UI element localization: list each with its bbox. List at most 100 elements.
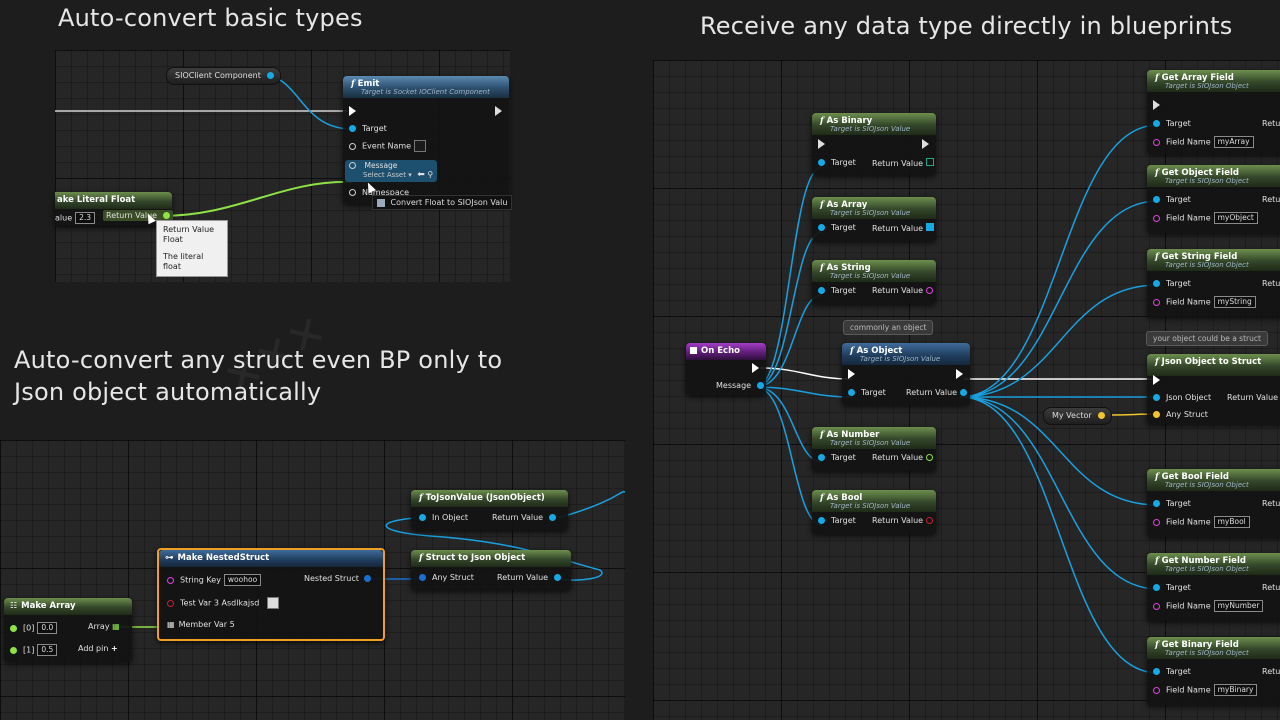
exec-in-pin[interactable] xyxy=(1153,100,1160,110)
any-struct-pin[interactable] xyxy=(1153,411,1160,418)
event-name-pin[interactable] xyxy=(349,142,356,150)
field-name-pin[interactable] xyxy=(1153,138,1160,146)
bool-pin[interactable] xyxy=(926,517,934,524)
on-echo-node[interactable]: On Echo Message xyxy=(686,343,766,395)
target-pin[interactable] xyxy=(349,125,356,132)
namespace-pin[interactable] xyxy=(349,189,356,196)
field-name-input[interactable]: myNumber xyxy=(1213,600,1264,612)
field-name-pin[interactable] xyxy=(1153,298,1160,306)
return-value-pin[interactable] xyxy=(553,574,561,581)
binary-pin-icon[interactable] xyxy=(926,158,935,166)
array-item-0-pin[interactable] xyxy=(10,624,17,632)
my-vector-var[interactable]: My Vector xyxy=(1043,407,1113,425)
exec-in-pin[interactable] xyxy=(848,369,855,379)
exec-in-pin[interactable] xyxy=(818,139,825,149)
field-name-pin[interactable] xyxy=(1153,214,1160,222)
exec-out-pin[interactable] xyxy=(752,363,759,373)
array-value-0-input[interactable]: 0.0 xyxy=(37,622,58,634)
target-pin[interactable] xyxy=(848,389,855,396)
target-pin[interactable] xyxy=(1153,280,1160,287)
field-name-input[interactable]: myBinary xyxy=(1213,684,1258,696)
field-name-input[interactable]: myArray xyxy=(1213,136,1254,148)
object-pin[interactable] xyxy=(960,389,968,396)
literal-value-input[interactable]: 2.3 xyxy=(75,212,96,224)
exec-in-pin[interactable] xyxy=(349,106,356,116)
use-asset-arrow-icon[interactable]: ⬅ xyxy=(417,170,425,180)
field-name-input[interactable]: myBool xyxy=(1213,516,1250,528)
test-var-checkbox[interactable] xyxy=(266,597,279,609)
string-pin[interactable] xyxy=(926,287,934,294)
field-name-pin[interactable] xyxy=(1153,686,1160,694)
json-object-pin[interactable] xyxy=(1153,394,1160,401)
array-item-1-pin[interactable] xyxy=(10,646,17,654)
exec-out-pin[interactable] xyxy=(922,139,929,149)
comment-commonly-object[interactable]: commonly an object xyxy=(843,320,934,335)
field-name-pin[interactable] xyxy=(1153,602,1160,610)
field-name-pin[interactable] xyxy=(1153,518,1160,526)
exec-in-pin[interactable] xyxy=(1153,375,1160,385)
target-pin[interactable] xyxy=(1153,196,1160,203)
array-value-1-input[interactable]: 0.5 xyxy=(37,644,58,656)
field-name-input[interactable]: myString xyxy=(1213,296,1256,308)
sio-client-component-var[interactable]: SIOClient Component xyxy=(166,67,282,85)
event-name-input[interactable] xyxy=(413,140,426,152)
sio-component-out-pin[interactable] xyxy=(267,72,275,79)
array-pin-icon[interactable] xyxy=(926,223,935,231)
target-pin[interactable] xyxy=(818,224,825,231)
test-var-pin[interactable] xyxy=(167,599,174,607)
number-pin[interactable] xyxy=(926,454,934,461)
convert-float-popup[interactable]: Convert Float to SIOJson Valu xyxy=(372,195,513,210)
target-row: Target xyxy=(848,388,886,397)
in-object-pin[interactable] xyxy=(419,514,426,521)
string-key-input[interactable]: woohoo xyxy=(223,574,262,586)
target-pin[interactable] xyxy=(818,287,825,294)
select-asset-dropdown[interactable]: Select Asset ▾ xyxy=(363,171,412,179)
target-pin[interactable] xyxy=(818,517,825,524)
target-pin[interactable] xyxy=(818,454,825,461)
make-array-node[interactable]: ☷Make Array [0]0.0 Array ▦ [1]0.5 Add pi… xyxy=(4,598,132,662)
exec-out-pin[interactable] xyxy=(495,106,502,116)
field-name-input[interactable]: myObject xyxy=(1213,212,1258,224)
array-out-pin-icon[interactable]: ▦ xyxy=(112,622,120,631)
target-pin[interactable] xyxy=(1153,668,1160,675)
target-pin[interactable] xyxy=(1153,120,1160,127)
my-vector-out-pin[interactable] xyxy=(1098,412,1106,419)
exec-out-pin[interactable] xyxy=(956,369,963,379)
field-name-label: Field Name xyxy=(1166,517,1211,527)
target-pin[interactable] xyxy=(818,159,825,166)
message-out-pin[interactable] xyxy=(756,382,764,389)
any-struct-pin[interactable] xyxy=(419,574,426,581)
target-pin[interactable] xyxy=(1153,584,1160,591)
browse-search-icon[interactable]: ⚲ xyxy=(427,170,434,179)
string-key-pin[interactable] xyxy=(167,576,174,584)
return-value-pin[interactable] xyxy=(162,212,170,219)
add-pin-button[interactable]: Add pin + xyxy=(78,644,118,653)
target-pin[interactable] xyxy=(1153,500,1160,507)
member-var-grid-icon[interactable]: ▦ xyxy=(167,620,175,629)
nested-struct-out-pin[interactable] xyxy=(364,575,372,582)
json-to-struct-exec xyxy=(1153,375,1160,385)
field-name-label: Field Name xyxy=(1166,213,1211,223)
return-value-pin[interactable] xyxy=(548,514,556,521)
comment-object-struct[interactable]: your object could be a struct xyxy=(1146,331,1268,346)
message-pin[interactable] xyxy=(349,162,356,169)
